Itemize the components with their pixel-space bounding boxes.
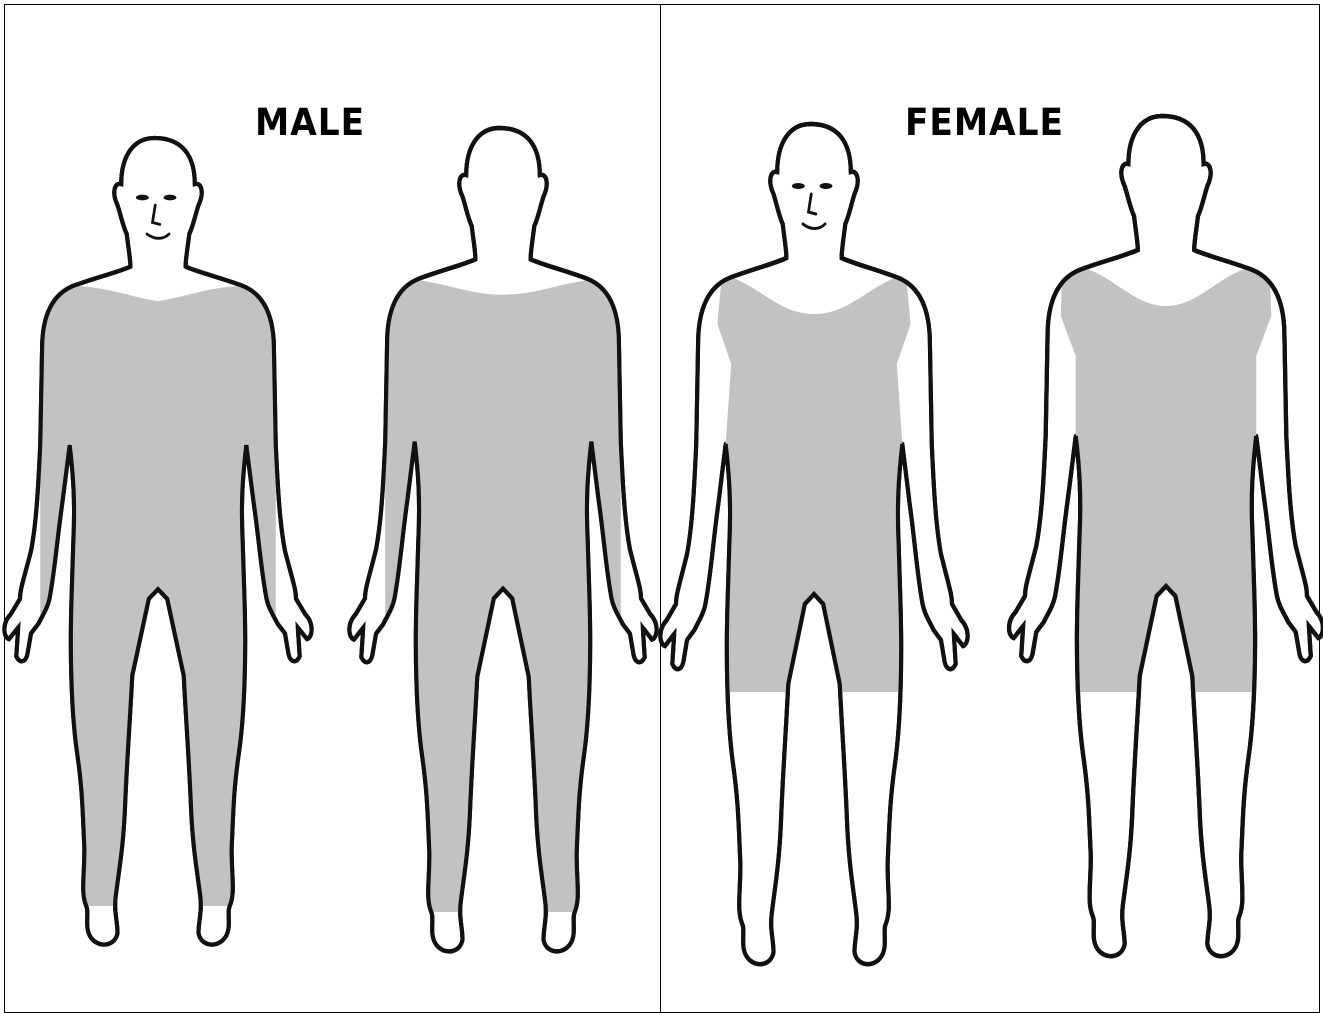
female-front-figure (660, 124, 967, 964)
male-front-figure (0, 138, 342, 945)
male-back-figure (319, 128, 687, 951)
female-back-figure (1009, 116, 1323, 956)
